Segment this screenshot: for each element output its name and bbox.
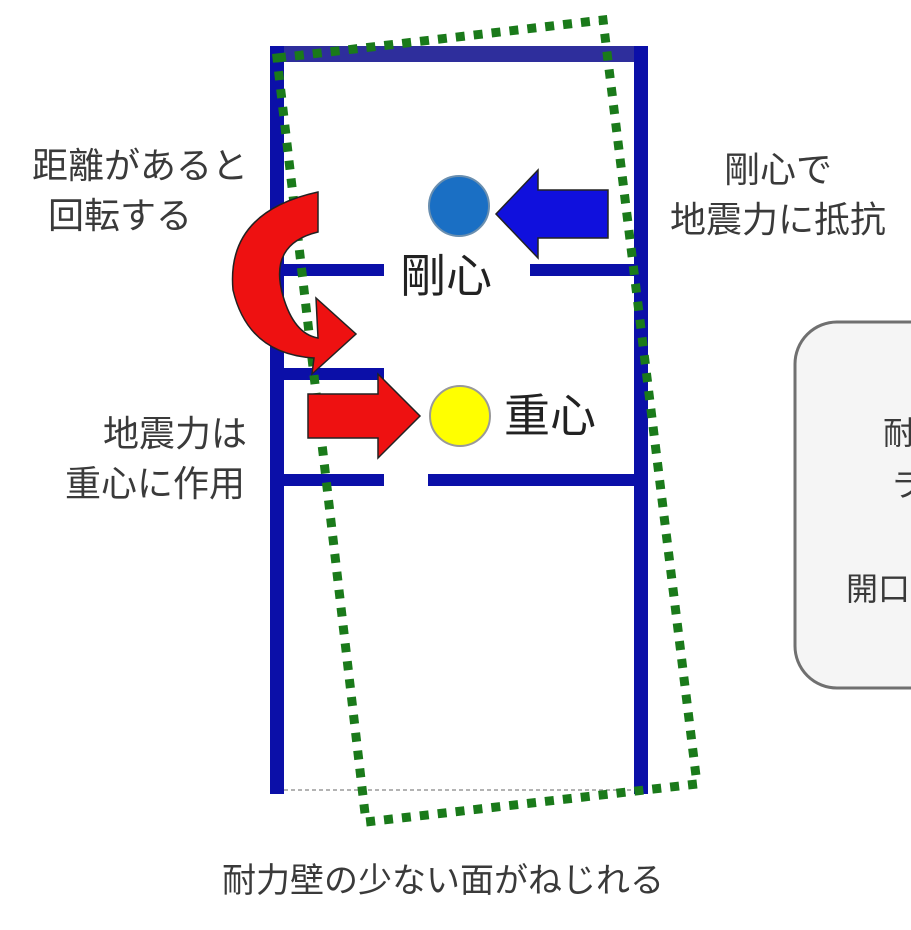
resist-label-line1: 剛心で — [723, 150, 832, 191]
rotation-arrow — [231, 191, 358, 376]
floor-beam-upper-left — [284, 264, 384, 276]
floor-beam-middle-left — [284, 368, 384, 380]
rotation-label-line2: 回転する — [47, 196, 192, 237]
rotation-label: 距離があると 回転する — [20, 142, 260, 242]
rotation-label-line1: 距離があると — [31, 146, 248, 187]
note-box-line2: ラ — [891, 466, 911, 504]
note-box-line3: 開口 — [846, 570, 911, 608]
note-box — [793, 320, 911, 690]
caption: 耐力壁の少ない面がねじれる — [222, 861, 664, 901]
note-box-line1: 耐 — [883, 414, 911, 452]
frame-top-beam — [270, 46, 646, 62]
force-label: 地震力は 重心に作用 — [40, 410, 270, 510]
rigidity-center-label: 剛心 — [400, 249, 492, 303]
gravity-center-label: 重心 — [504, 389, 596, 443]
force-label-line2: 重心に作用 — [64, 464, 245, 505]
force-label-line1: 地震力は — [102, 414, 247, 455]
floor-beam-lower-right — [428, 474, 634, 486]
seismic-force-arrow — [307, 372, 422, 460]
resisting-force-arrow — [494, 168, 609, 260]
frame-left-column — [270, 46, 284, 794]
frame-right-column — [634, 46, 648, 794]
gravity-center-dot — [429, 385, 491, 447]
twisted-outline — [272, 15, 703, 827]
resist-label-line2: 地震力に抵抗 — [669, 200, 886, 241]
resist-label: 剛心で 地震力に抵抗 — [648, 146, 908, 246]
floor-beam-upper-right — [530, 264, 634, 276]
rigidity-center-dot — [428, 175, 490, 237]
floor-beam-lower-left — [284, 474, 384, 486]
